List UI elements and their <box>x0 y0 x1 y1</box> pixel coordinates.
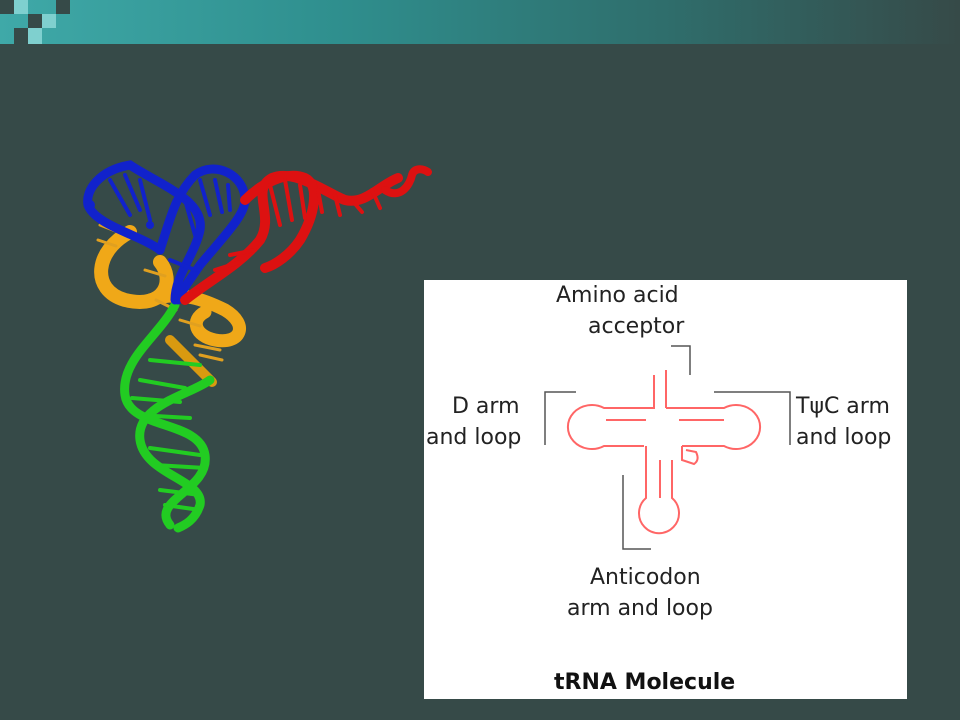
trna-3d-ribbon-icon <box>83 160 432 533</box>
trna-cloverleaf-diagram: Amino acid acceptor D arm and loop TψC a… <box>424 280 907 699</box>
anticodon-label-line1: Anticodon <box>590 565 701 590</box>
header-square <box>28 28 42 44</box>
label-brackets <box>544 345 791 550</box>
acceptor-label-line1: Amino acid <box>556 283 679 308</box>
header-square <box>42 14 56 28</box>
acceptor-label-line2: acceptor <box>588 314 685 339</box>
acceptor-stem-ribbon <box>180 165 432 305</box>
d-arm-label-line1: D arm <box>452 394 520 419</box>
cloverleaf-shape <box>566 370 762 535</box>
anticodon-arm-ribbon <box>120 300 215 533</box>
d-arm-label-line2: and loop <box>426 425 522 450</box>
diagram-caption: tRNA Molecule <box>554 670 736 695</box>
tpsic-label-line2: and loop <box>796 425 892 450</box>
cloverleaf-outline <box>544 345 791 550</box>
header-square <box>14 28 28 44</box>
header-square <box>14 0 28 14</box>
header-square <box>56 0 70 14</box>
header-square <box>28 14 42 28</box>
header-bar <box>0 0 960 44</box>
tpsic-label-line1: TψC arm <box>796 394 890 419</box>
header-square <box>0 0 14 14</box>
anticodon-label-line2: arm and loop <box>567 596 713 621</box>
